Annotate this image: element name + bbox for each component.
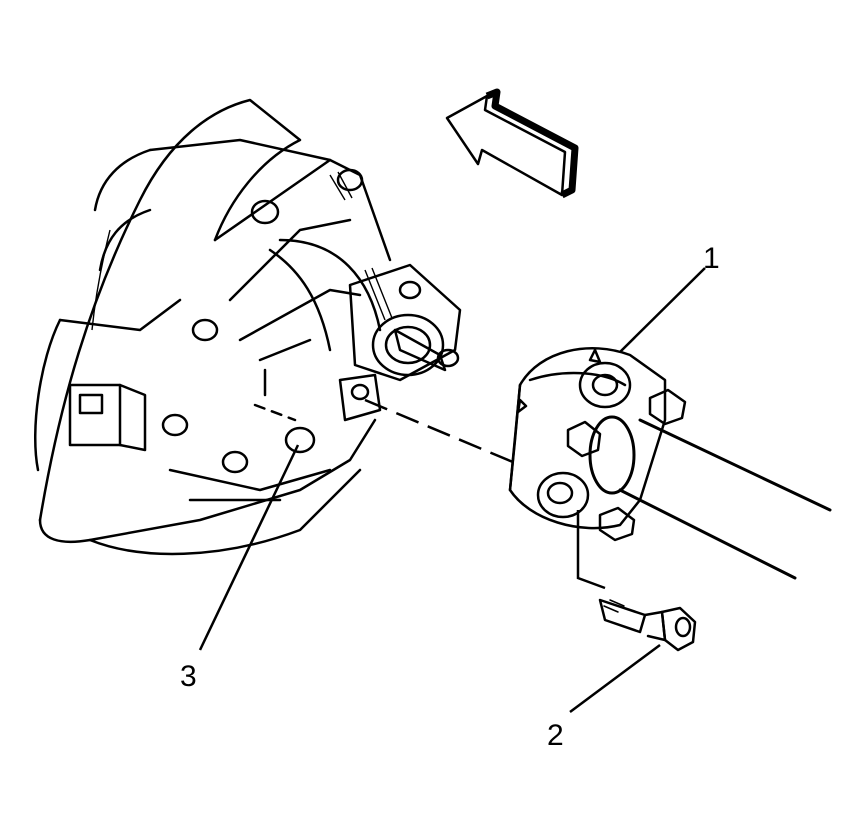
transmission-assembly bbox=[33, 98, 462, 556]
callout-3-label: 3 bbox=[180, 660, 197, 693]
transmission-bolts bbox=[161, 168, 460, 474]
leader-2 bbox=[569, 643, 661, 714]
callout-1-label: 1 bbox=[703, 242, 720, 275]
alignment-centerline bbox=[364, 398, 521, 467]
leader-3 bbox=[198, 444, 300, 651]
leader-1 bbox=[619, 267, 706, 353]
coupling-bolt bbox=[598, 598, 697, 652]
flex-coupling bbox=[508, 347, 687, 542]
callout-2-label: 2 bbox=[547, 719, 564, 752]
transmission-shading bbox=[91, 171, 393, 331]
propeller-shaft bbox=[588, 415, 832, 580]
callout-leaders bbox=[198, 267, 706, 714]
direction-arrow bbox=[445, 88, 579, 199]
leader-2-part bbox=[576, 510, 606, 590]
